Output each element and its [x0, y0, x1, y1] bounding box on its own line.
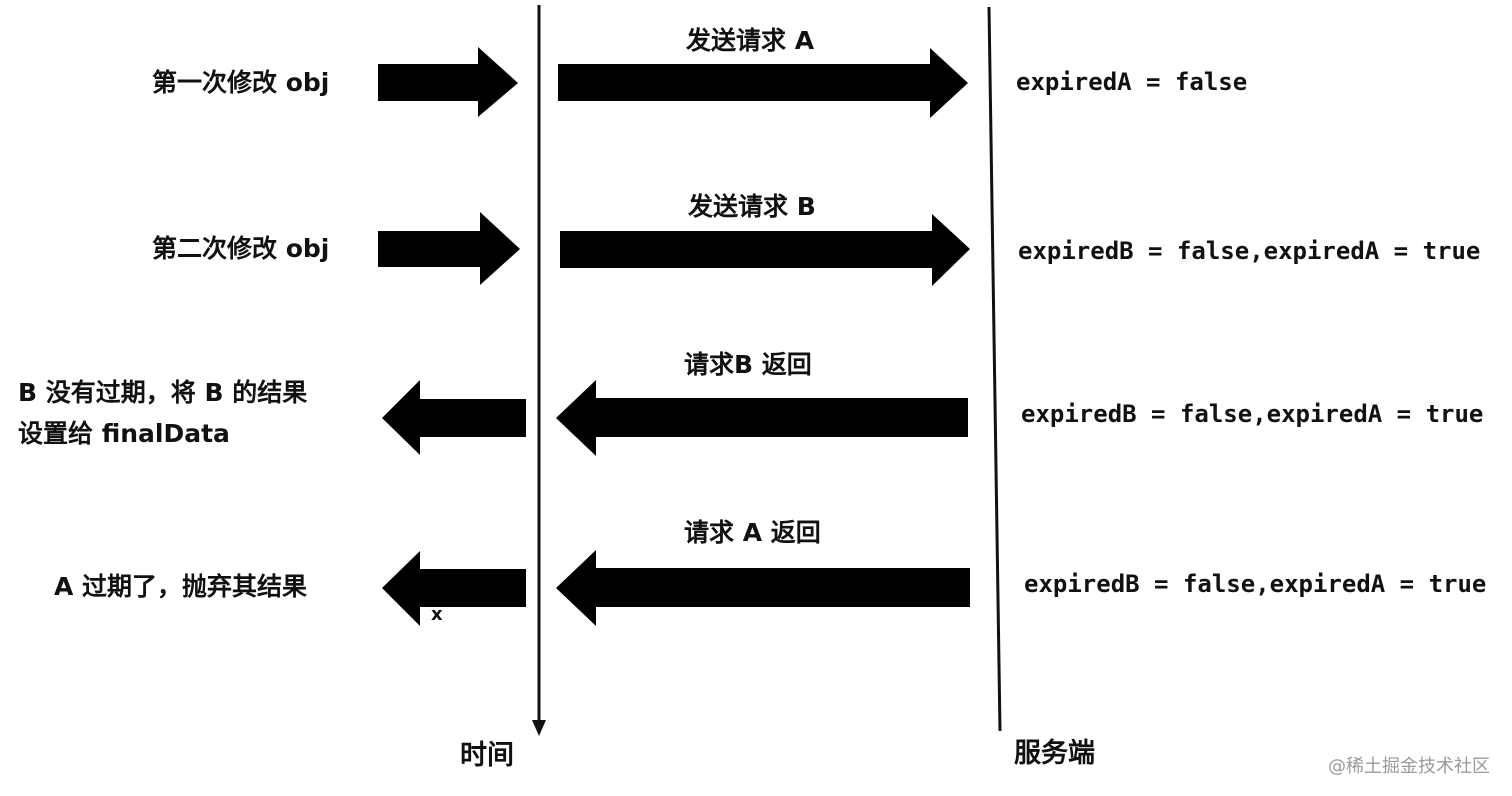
row3-left-arrow [382, 380, 526, 455]
row2-left-label: 第二次修改 obj [152, 234, 330, 263]
row2-server-state: expiredB = false,expiredA = true [1018, 237, 1481, 265]
row1-server-state: expiredA = false [1016, 68, 1248, 96]
row4-left-arrow [382, 551, 526, 626]
time-axis-arrowhead [532, 720, 546, 736]
row1-left-arrow [378, 47, 518, 117]
row4-server-state: expiredB = false,expiredA = true [1024, 570, 1487, 598]
row2-request-arrow [560, 214, 970, 286]
row1-request-label: 发送请求 A [686, 26, 815, 55]
server-axis-label: 服务端 [1014, 738, 1095, 769]
row3-server-state: expiredB = false,expiredA = true [1021, 400, 1484, 428]
cross-mark: x [431, 604, 443, 625]
server-line [987, 6, 1002, 732]
row2-request-label: 发送请求 B [688, 192, 816, 221]
row4-left-label: A 过期了，抛弃其结果 [54, 572, 308, 601]
time-axis-label: 时间 [460, 740, 514, 771]
row4-request-arrow [556, 550, 970, 626]
watermark: @稀土掘金技术社区 [1328, 756, 1490, 777]
row2-left-arrow [378, 212, 520, 285]
row3-request-label: 请求B 返回 [684, 350, 812, 379]
row1-left-label: 第一次修改 obj [152, 68, 330, 97]
row4-request-label: 请求 A 返回 [684, 518, 821, 547]
row3-left-label-line2: 设置给 finalData [18, 419, 230, 448]
row3-request-arrow [556, 380, 968, 456]
row1-request-arrow [558, 48, 968, 118]
row3-left-label-line1: B 没有过期，将 B 的结果 [18, 378, 308, 407]
